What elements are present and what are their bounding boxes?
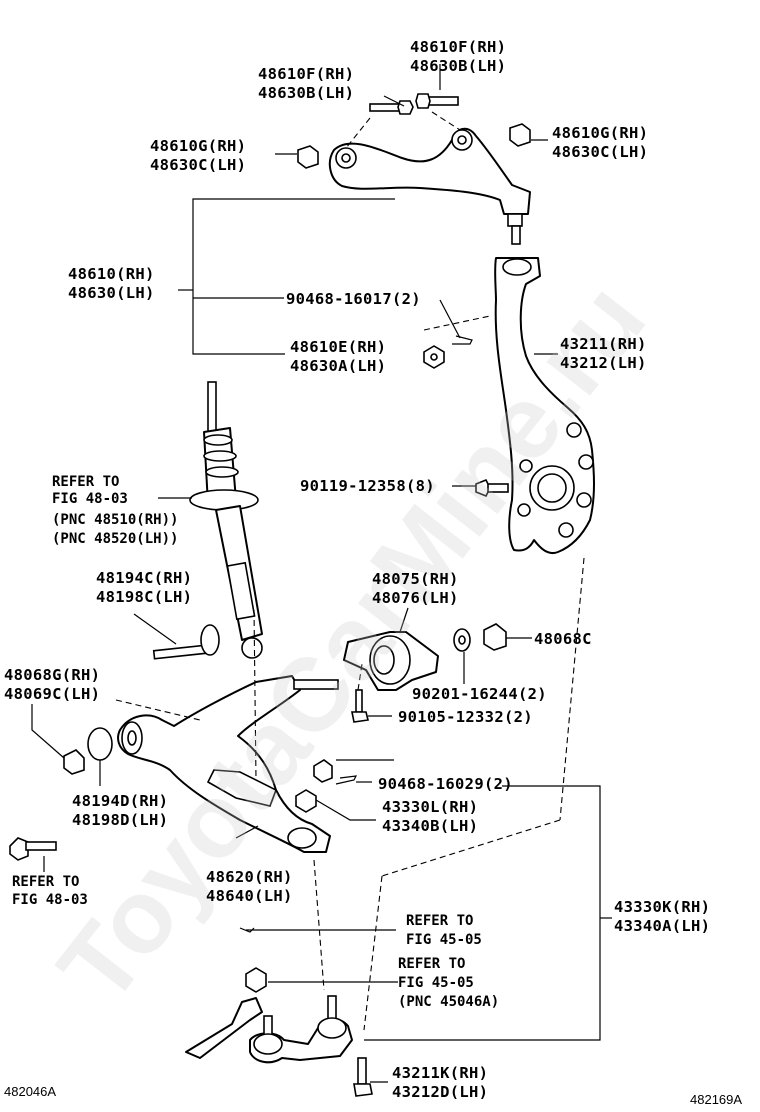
label-fig-45-05-cotter: FIG 45-05: [406, 932, 482, 948]
lower-ball-joint-nut: [295, 759, 394, 821]
label-48610F-top: 48610F(RH): [410, 38, 506, 56]
label-refer-to-shock: REFER TO: [52, 474, 119, 490]
label-43211: 43211(RH): [560, 335, 647, 353]
label-48068C: 48068C: [534, 630, 592, 648]
label-90468-16017: 90468-16017(2): [286, 290, 421, 308]
label-fig-45-05-tie-rod: FIG 45-05: [398, 975, 474, 991]
steering-knuckle: [494, 257, 595, 554]
label-90201-16244: 90201-16244(2): [412, 685, 547, 703]
shock-absorber: [158, 381, 263, 659]
label-48610E: 48610E(RH): [290, 338, 386, 356]
label-43211K: 43211K(RH): [392, 1064, 488, 1082]
label-48630C-right: 48630C(LH): [552, 143, 648, 161]
figure-number-right: 482169A: [690, 1092, 742, 1107]
label-refer-to-cotter: REFER TO: [406, 913, 473, 929]
label-43212D: 43212D(LH): [392, 1083, 488, 1101]
label-48630A: 48630A(LH): [290, 357, 386, 375]
label-48610G-left: 48610G(RH): [150, 137, 246, 155]
label-43330K: 43330K(RH): [614, 898, 710, 916]
label-48068G: 48068G(RH): [4, 666, 100, 684]
bushing-washer: [453, 628, 471, 652]
lower-ball-joint: [249, 995, 353, 1064]
label-fig-48-03-shock: FIG 48-03: [52, 491, 128, 507]
tie-rod-end: [185, 927, 398, 1059]
lower-ball-joint-bracket: [313, 557, 612, 1041]
label-48075: 48075(RH): [372, 570, 459, 588]
label-48194C: 48194C(RH): [96, 569, 192, 587]
upper-ball-joint-nut: [423, 299, 491, 369]
upper-arm-nut-left: [275, 145, 319, 169]
label-43340A: 43340A(LH): [614, 917, 710, 935]
label-90119-12358: 90119-12358(8): [300, 477, 435, 495]
label-48630: 48630(LH): [68, 284, 155, 302]
upper-arm-nut-right: [509, 123, 548, 147]
label-48630B-left: 48630B(LH): [258, 84, 354, 102]
upper-arm-bracket-leader: [178, 198, 395, 355]
label-pnc-45046A: (PNC 45046A): [398, 994, 499, 1010]
upper-arm-bolt-right: [415, 64, 459, 109]
label-90468-16029: 90468-16029(2): [378, 775, 513, 793]
label-48076: 48076(LH): [372, 589, 459, 607]
label-48610: 48610(RH): [68, 265, 155, 283]
bushing-nut: [483, 623, 532, 651]
label-43330L: 43330L(RH): [382, 798, 478, 816]
upper-arm-bolt-left: [369, 95, 414, 115]
label-48610G-right: 48610G(RH): [552, 124, 648, 142]
lower-arm-bolt: [9, 837, 57, 872]
label-48630B-top: 48630B(LH): [410, 57, 506, 75]
label-48069C: 48069C(LH): [4, 685, 100, 703]
label-refer-to-lower-arm: REFER TO: [12, 874, 79, 890]
bushing-bracket: [343, 607, 439, 691]
ball-joint-bolt: [353, 1057, 388, 1097]
label-48198D: 48198D(LH): [72, 811, 168, 829]
label-48630C-left: 48630C(LH): [150, 156, 246, 174]
label-43212: 43212(LH): [560, 354, 647, 372]
label-48610F-left: 48610F(RH): [258, 65, 354, 83]
label-48194D: 48194D(RH): [72, 792, 168, 810]
lower-arm-bolt-upper: [133, 613, 220, 660]
label-90105-12332: 90105-12332(2): [398, 708, 533, 726]
lower-arm-bushing: [87, 727, 113, 786]
label-48198C: 48198C(LH): [96, 588, 192, 606]
figure-number-left: 482046A: [4, 1084, 56, 1099]
label-pnc-48520: (PNC 48520(LH)): [52, 531, 178, 547]
bracket-bolt: [351, 663, 392, 723]
label-fig-48-03-lower-arm: FIG 48-03: [12, 892, 88, 908]
label-43340B: 43340B(LH): [382, 817, 478, 835]
label-pnc-48510: (PNC 48510(RH)): [52, 512, 178, 528]
label-48640: 48640(LH): [206, 887, 293, 905]
label-refer-to-tie-rod: REFER TO: [398, 956, 465, 972]
knuckle-bolt: [452, 478, 509, 498]
lower-control-arm: [115, 609, 339, 853]
label-48620: 48620(RH): [206, 868, 293, 886]
lower-arm-nut: [31, 704, 85, 775]
upper-control-arm: [328, 111, 531, 245]
